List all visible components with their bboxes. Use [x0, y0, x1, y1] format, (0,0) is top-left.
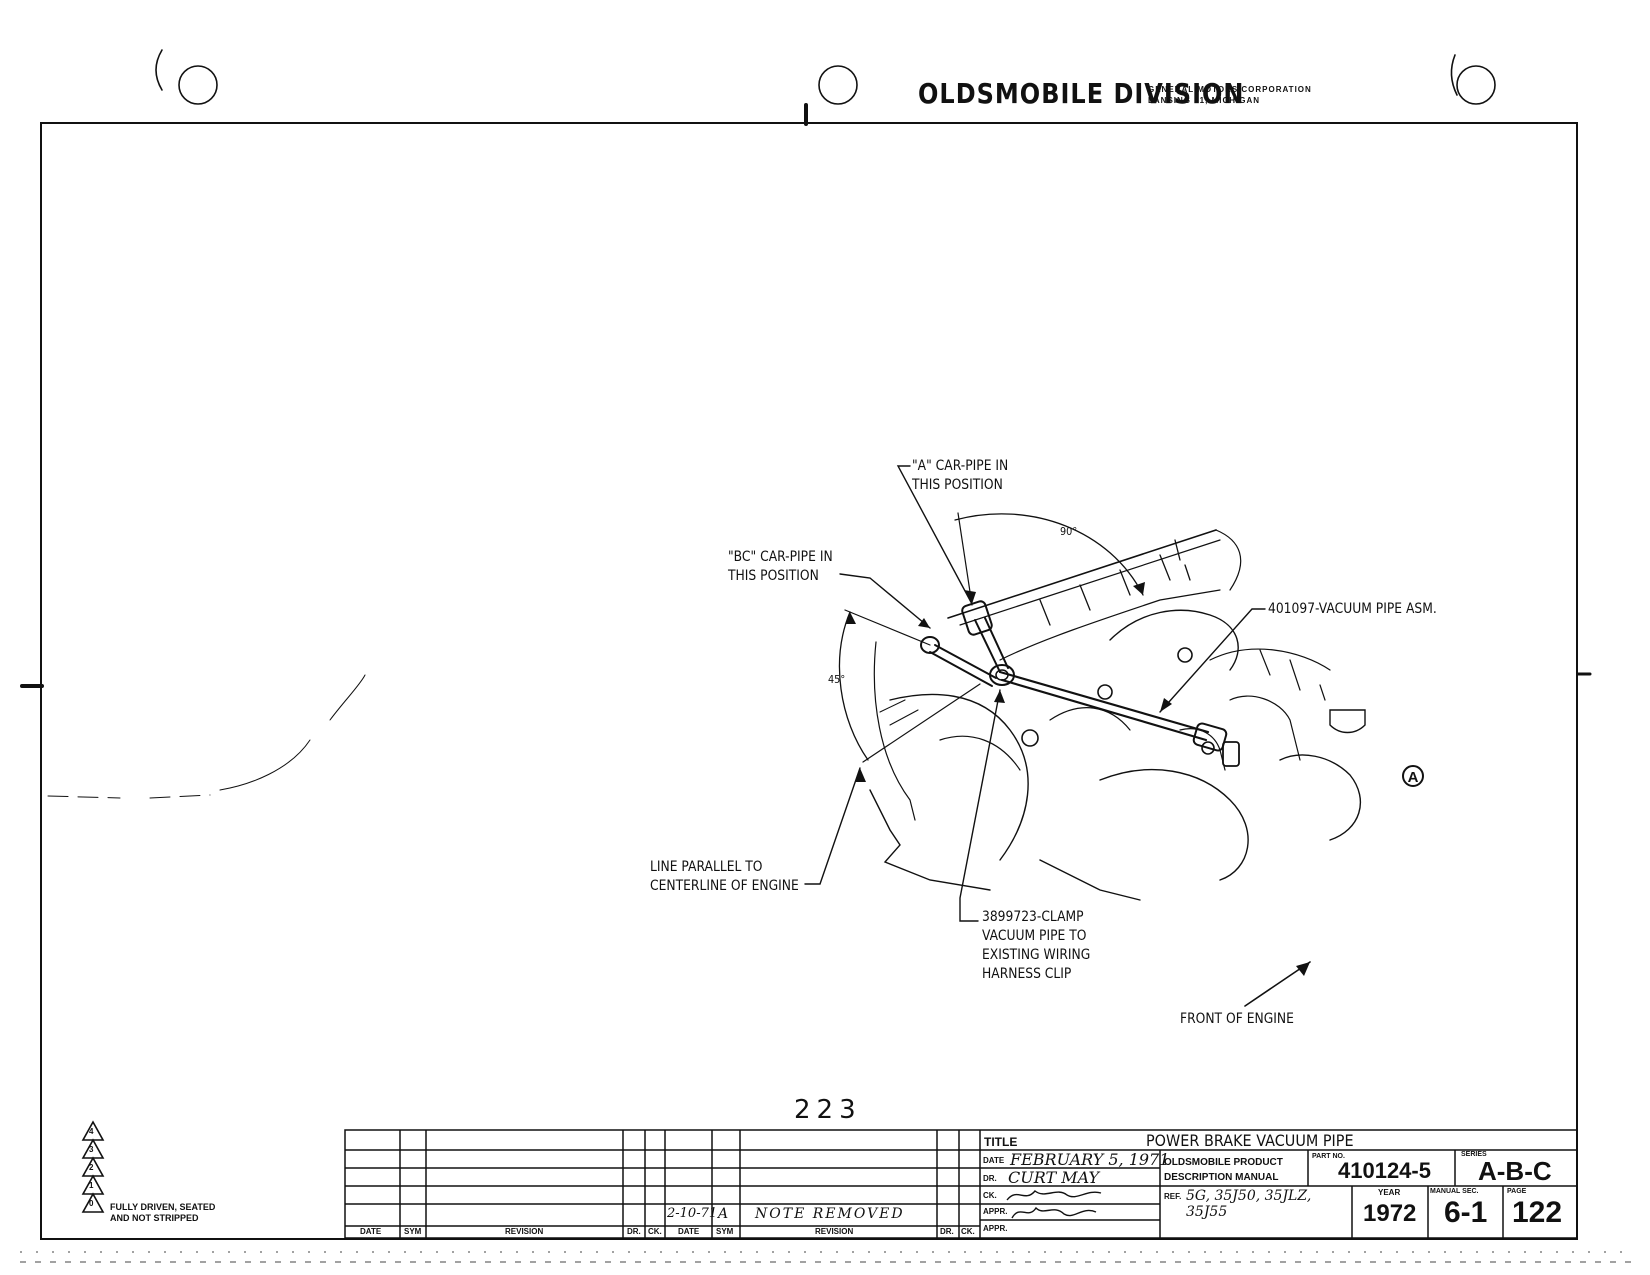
ref-values-line1: 5G, 35J50, 35JLZ, — [1186, 1188, 1312, 1204]
manual-name-line1: OLDSMOBILE PRODUCT — [1164, 1157, 1283, 1168]
approved-signature — [1011, 1206, 1097, 1219]
rev-col-dr-2: DR. — [940, 1227, 954, 1236]
callout-a-car-line1: "A" CAR-PIPE IN — [912, 458, 1009, 474]
callout-bc-car: "BC" CAR-PIPE IN THIS POSITION — [728, 548, 833, 586]
date-label: DATE — [983, 1156, 1005, 1165]
legend-symbol-2: 2 — [89, 1163, 94, 1172]
legend-note-line1: FULLY DRIVEN, SEATED — [110, 1202, 216, 1212]
drawing-title: POWER BRAKE VACUUM PIPE — [1146, 1131, 1354, 1150]
callout-bc-car-line2: THIS POSITION — [728, 568, 819, 584]
callout-clamp-line2: VACUUM PIPE TO — [982, 928, 1087, 944]
division-address: GENERAL MOTORS CORPORATION LANSING 21, M… — [1148, 84, 1312, 106]
rev-col-date-2: DATE — [678, 1227, 700, 1236]
legend-note-line2: AND NOT STRIPPED — [110, 1213, 199, 1223]
rev-col-dr-1: DR. — [627, 1227, 641, 1236]
ref-values: 5G, 35J50, 35JLZ, 35J55 — [1186, 1188, 1311, 1220]
callout-front-of-engine: FRONT OF ENGINE — [1180, 1011, 1294, 1027]
corporation-name: GENERAL MOTORS CORPORATION — [1148, 85, 1312, 94]
drawing-frame — [40, 122, 1578, 1240]
rev-entry-sym: A — [718, 1206, 729, 1222]
part-number: 410124-5 — [1338, 1158, 1431, 1183]
angle-45-label: 45° — [828, 673, 846, 686]
year-value: 1972 — [1363, 1200, 1417, 1227]
callout-line-parallel: LINE PARALLEL TO CENTERLINE OF ENGINE — [650, 858, 799, 896]
page-label: PAGE — [1507, 1188, 1527, 1195]
year-label: YEAR — [1378, 1188, 1401, 1197]
checked-by-signature — [1006, 1190, 1102, 1201]
callout-clamp-line4: HARNESS CLIP — [982, 966, 1072, 982]
part-no-label: PART NO. — [1312, 1153, 1345, 1160]
punch-hole-right — [1456, 65, 1496, 105]
series-value: A-B-C — [1478, 1156, 1552, 1186]
angle-90-label: 90° — [1060, 525, 1078, 538]
rev-entry-date: 2-10-71 — [667, 1206, 718, 1221]
punch-hole-center — [818, 65, 858, 105]
legend-symbol-4: 4 — [89, 1127, 94, 1136]
legend-note: FULLY DRIVEN, SEATED AND NOT STRIPPED — [110, 1202, 215, 1224]
division-title: OLDSMOBILE DIVISION — [918, 77, 1245, 111]
legend-symbol-3: 3 — [89, 1145, 94, 1154]
page-number: 223 — [794, 1095, 862, 1125]
ref-values-line2: 35J55 — [1186, 1204, 1228, 1220]
callout-clamp-line3: EXISTING WIRING — [982, 947, 1091, 963]
rev-col-sym-2: SYM — [716, 1227, 734, 1236]
rev-entry-revision: NOTE REMOVED — [755, 1206, 905, 1222]
rev-col-revision-2: REVISION — [815, 1227, 854, 1236]
view-a-marker: A — [1402, 765, 1424, 787]
callout-line-parallel-line1: LINE PARALLEL TO — [650, 859, 763, 875]
legend-symbol-0: 0 — [89, 1199, 94, 1208]
manual-name-line2: DESCRIPTION MANUAL — [1164, 1172, 1279, 1183]
callout-a-car-line2: THIS POSITION — [912, 477, 1003, 493]
checked-by-label: CK. — [983, 1191, 997, 1200]
manual-sec-value: 6-1 — [1444, 1196, 1488, 1229]
manual-name: OLDSMOBILE PRODUCT DESCRIPTION MANUAL — [1164, 1155, 1283, 1185]
rev-col-date-1: DATE — [360, 1227, 382, 1236]
drawing-date: FEBRUARY 5, 1971 — [1010, 1150, 1170, 1169]
legend-symbol-1: 1 — [89, 1181, 94, 1190]
approved-label-2: APPR. — [983, 1224, 1008, 1233]
rev-col-ck-1: CK. — [648, 1227, 662, 1236]
drawn-by: CURT MAY — [1008, 1168, 1100, 1187]
callout-bc-car-line1: "BC" CAR-PIPE IN — [728, 549, 833, 565]
callout-a-car: "A" CAR-PIPE IN THIS POSITION — [912, 457, 1008, 495]
punch-hole-left — [178, 65, 218, 105]
callout-clamp: 3899723-CLAMP VACUUM PIPE TO EXISTING WI… — [982, 908, 1090, 984]
series-label: SERIES — [1461, 1151, 1487, 1158]
rev-col-sym-1: SYM — [404, 1227, 422, 1236]
rev-col-ck-2: CK. — [961, 1227, 975, 1236]
title-label: TITLE — [984, 1135, 1018, 1149]
approved-label-1: APPR. — [983, 1207, 1008, 1216]
corporation-location: LANSING 21, MICHIGAN — [1148, 96, 1261, 105]
manual-sec-label: MANUAL SEC. — [1430, 1188, 1479, 1195]
callout-clamp-line1: 3899723-CLAMP — [982, 909, 1084, 925]
callout-vacuum-pipe: 401097-VACUUM PIPE ASM. — [1268, 601, 1437, 617]
rev-col-revision-1: REVISION — [505, 1227, 544, 1236]
ref-label: REF. — [1164, 1192, 1182, 1201]
drawn-by-label: DR. — [983, 1174, 997, 1183]
page-value: 122 — [1512, 1196, 1563, 1229]
callout-line-parallel-line2: CENTERLINE OF ENGINE — [650, 878, 799, 894]
